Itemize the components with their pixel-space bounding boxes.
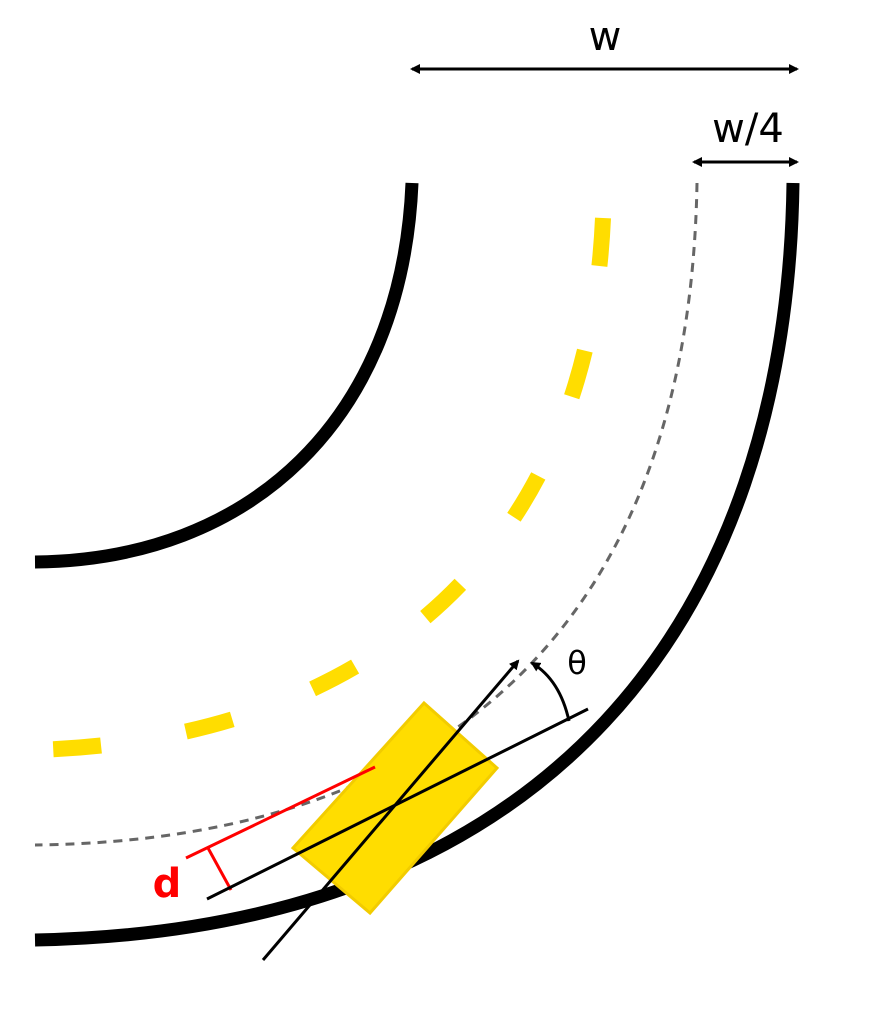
- quarter-width-label: w/4: [712, 106, 784, 152]
- lane-reference-path: [34, 182, 699, 847]
- heading-line: [261, 659, 520, 961]
- width-label: w: [589, 14, 622, 60]
- distance-label: d: [153, 861, 182, 907]
- distance-marker-line: [185, 765, 376, 860]
- inner-road-edge: [34, 182, 419, 569]
- center-lane-dashes: [34, 217, 611, 758]
- outer-road-edge: [34, 182, 800, 947]
- angle-label: θ: [567, 644, 587, 682]
- angle-arc: [530, 661, 571, 722]
- vehicle: [290, 700, 500, 916]
- distance-marker-tick: [206, 847, 233, 891]
